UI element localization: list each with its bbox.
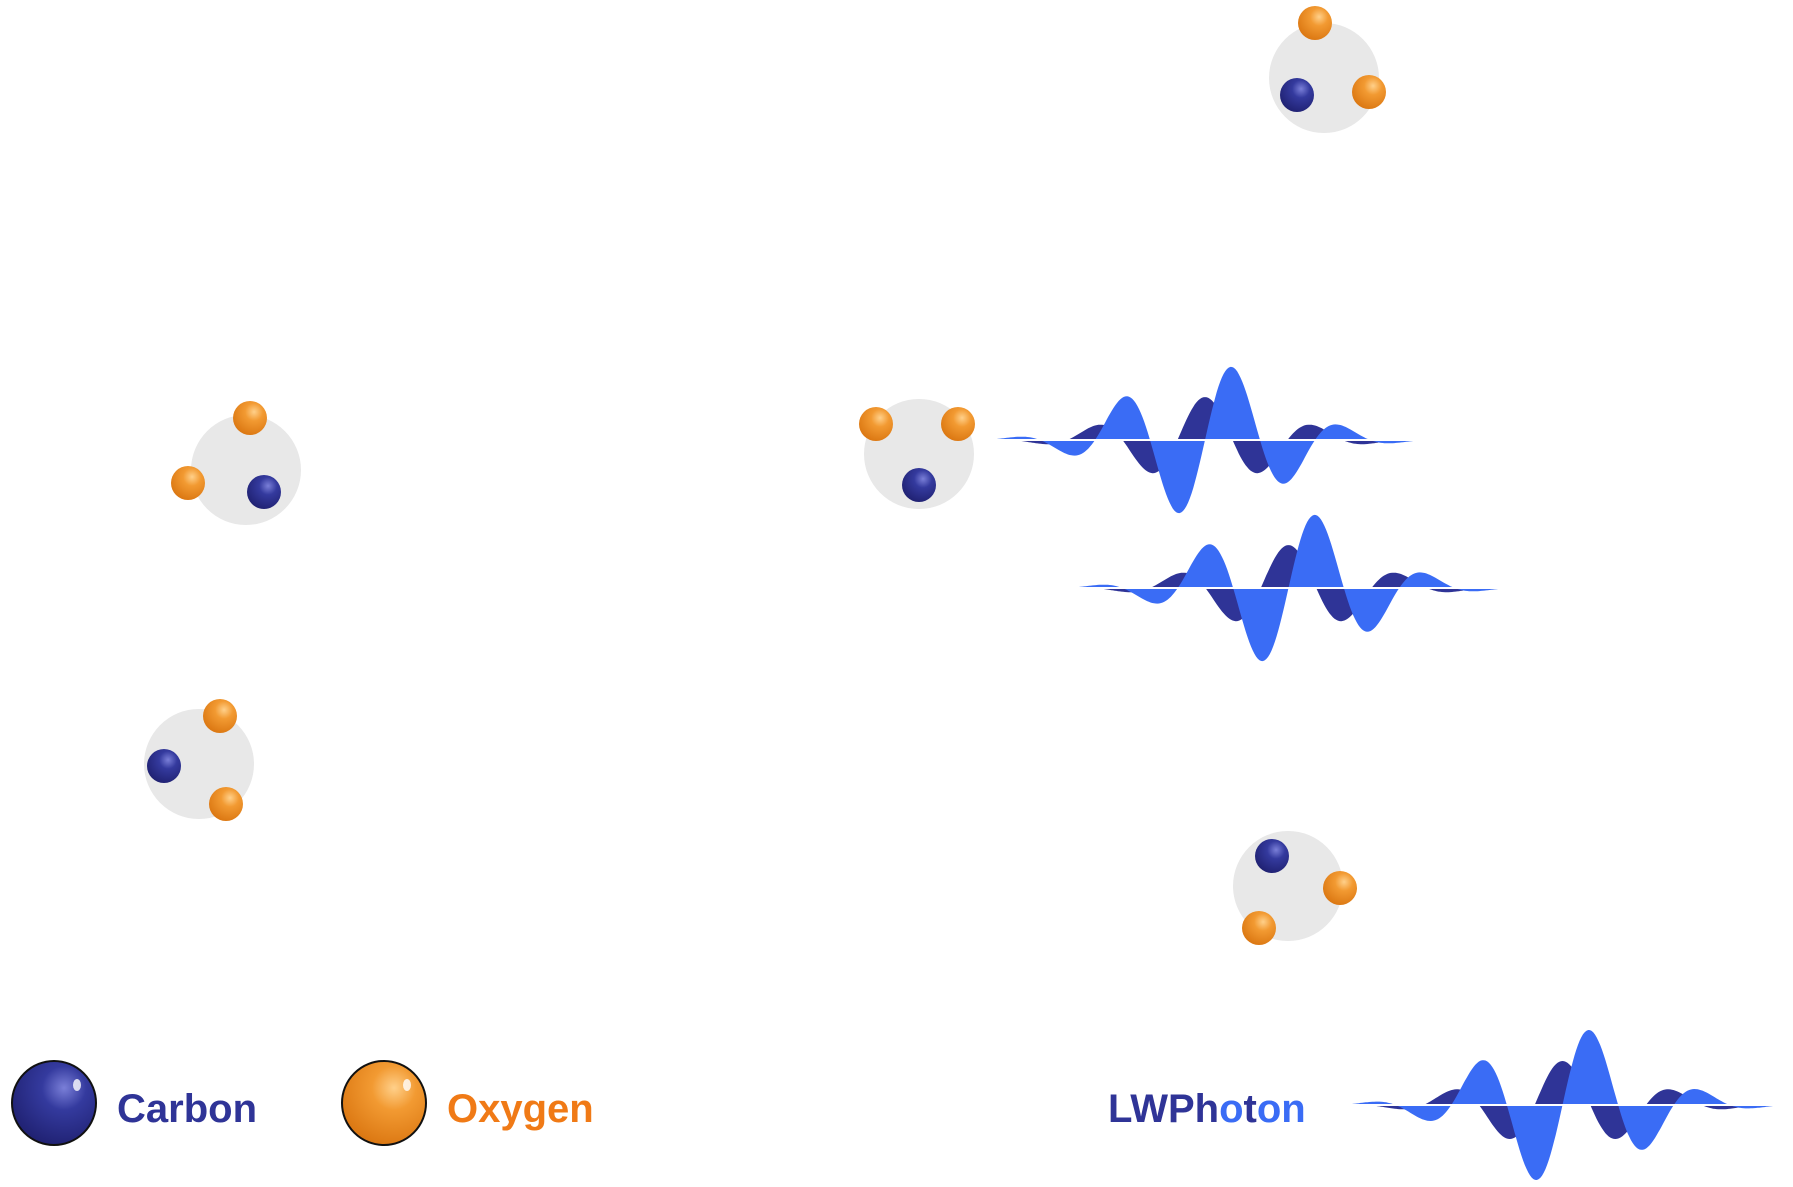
oxygen-atom (1298, 6, 1332, 40)
co2-molecule-lower-right (1233, 831, 1357, 945)
oxygen-atom (209, 787, 243, 821)
carbon-atom (1255, 839, 1289, 873)
carbon-atom (1280, 78, 1314, 112)
carbon-atom (147, 749, 181, 783)
co2-molecule-top-right (1269, 6, 1386, 133)
lw-photon-wave-lower (1067, 514, 1510, 662)
oxygen-atom (1323, 871, 1357, 905)
oxygen-atom (1352, 75, 1386, 109)
lw-photon-label-part: t (1243, 1087, 1257, 1131)
photon-magnetic-component (1067, 545, 1510, 622)
lw-photon-wave-upper (985, 366, 1425, 514)
carbon-atom (247, 475, 281, 509)
oxygen-atom (171, 466, 205, 500)
co2-molecule-center-absorbing (859, 399, 975, 509)
oxygen-atom (941, 407, 975, 441)
lw-photon-wave-legend (1340, 1030, 1785, 1180)
carbon-legend-label: Carbon (117, 1087, 257, 1131)
carbon-legend-icon (11, 1060, 97, 1146)
oxygen-atom (233, 401, 267, 435)
carbon-legend-icon-highlight (73, 1079, 81, 1091)
oxygen-atom (859, 407, 893, 441)
co2-molecule-left-lower (144, 699, 254, 821)
oxygen-atom (1242, 911, 1276, 945)
lw-photon-legend-label: LWPhoton (1108, 1089, 1306, 1129)
carbon-atom (902, 468, 936, 502)
lw-photon-label-part: LW (1108, 1087, 1168, 1131)
oxygen-atom (203, 699, 237, 733)
lw-photon-label-part: Ph (1167, 1087, 1220, 1131)
legend (11, 1030, 1785, 1180)
oxygen-legend-label: Oxygen (447, 1087, 594, 1131)
oxygen-legend-icon (341, 1060, 427, 1146)
oxygen-legend-icon-highlight (403, 1079, 411, 1091)
co2-molecule-left-upper (171, 401, 301, 525)
lw-photon-label-part: on (1256, 1087, 1306, 1131)
photon-magnetic-component (985, 397, 1425, 474)
photon-magnetic-component (1340, 1061, 1785, 1139)
lw-photon-label-part: o (1219, 1087, 1244, 1131)
